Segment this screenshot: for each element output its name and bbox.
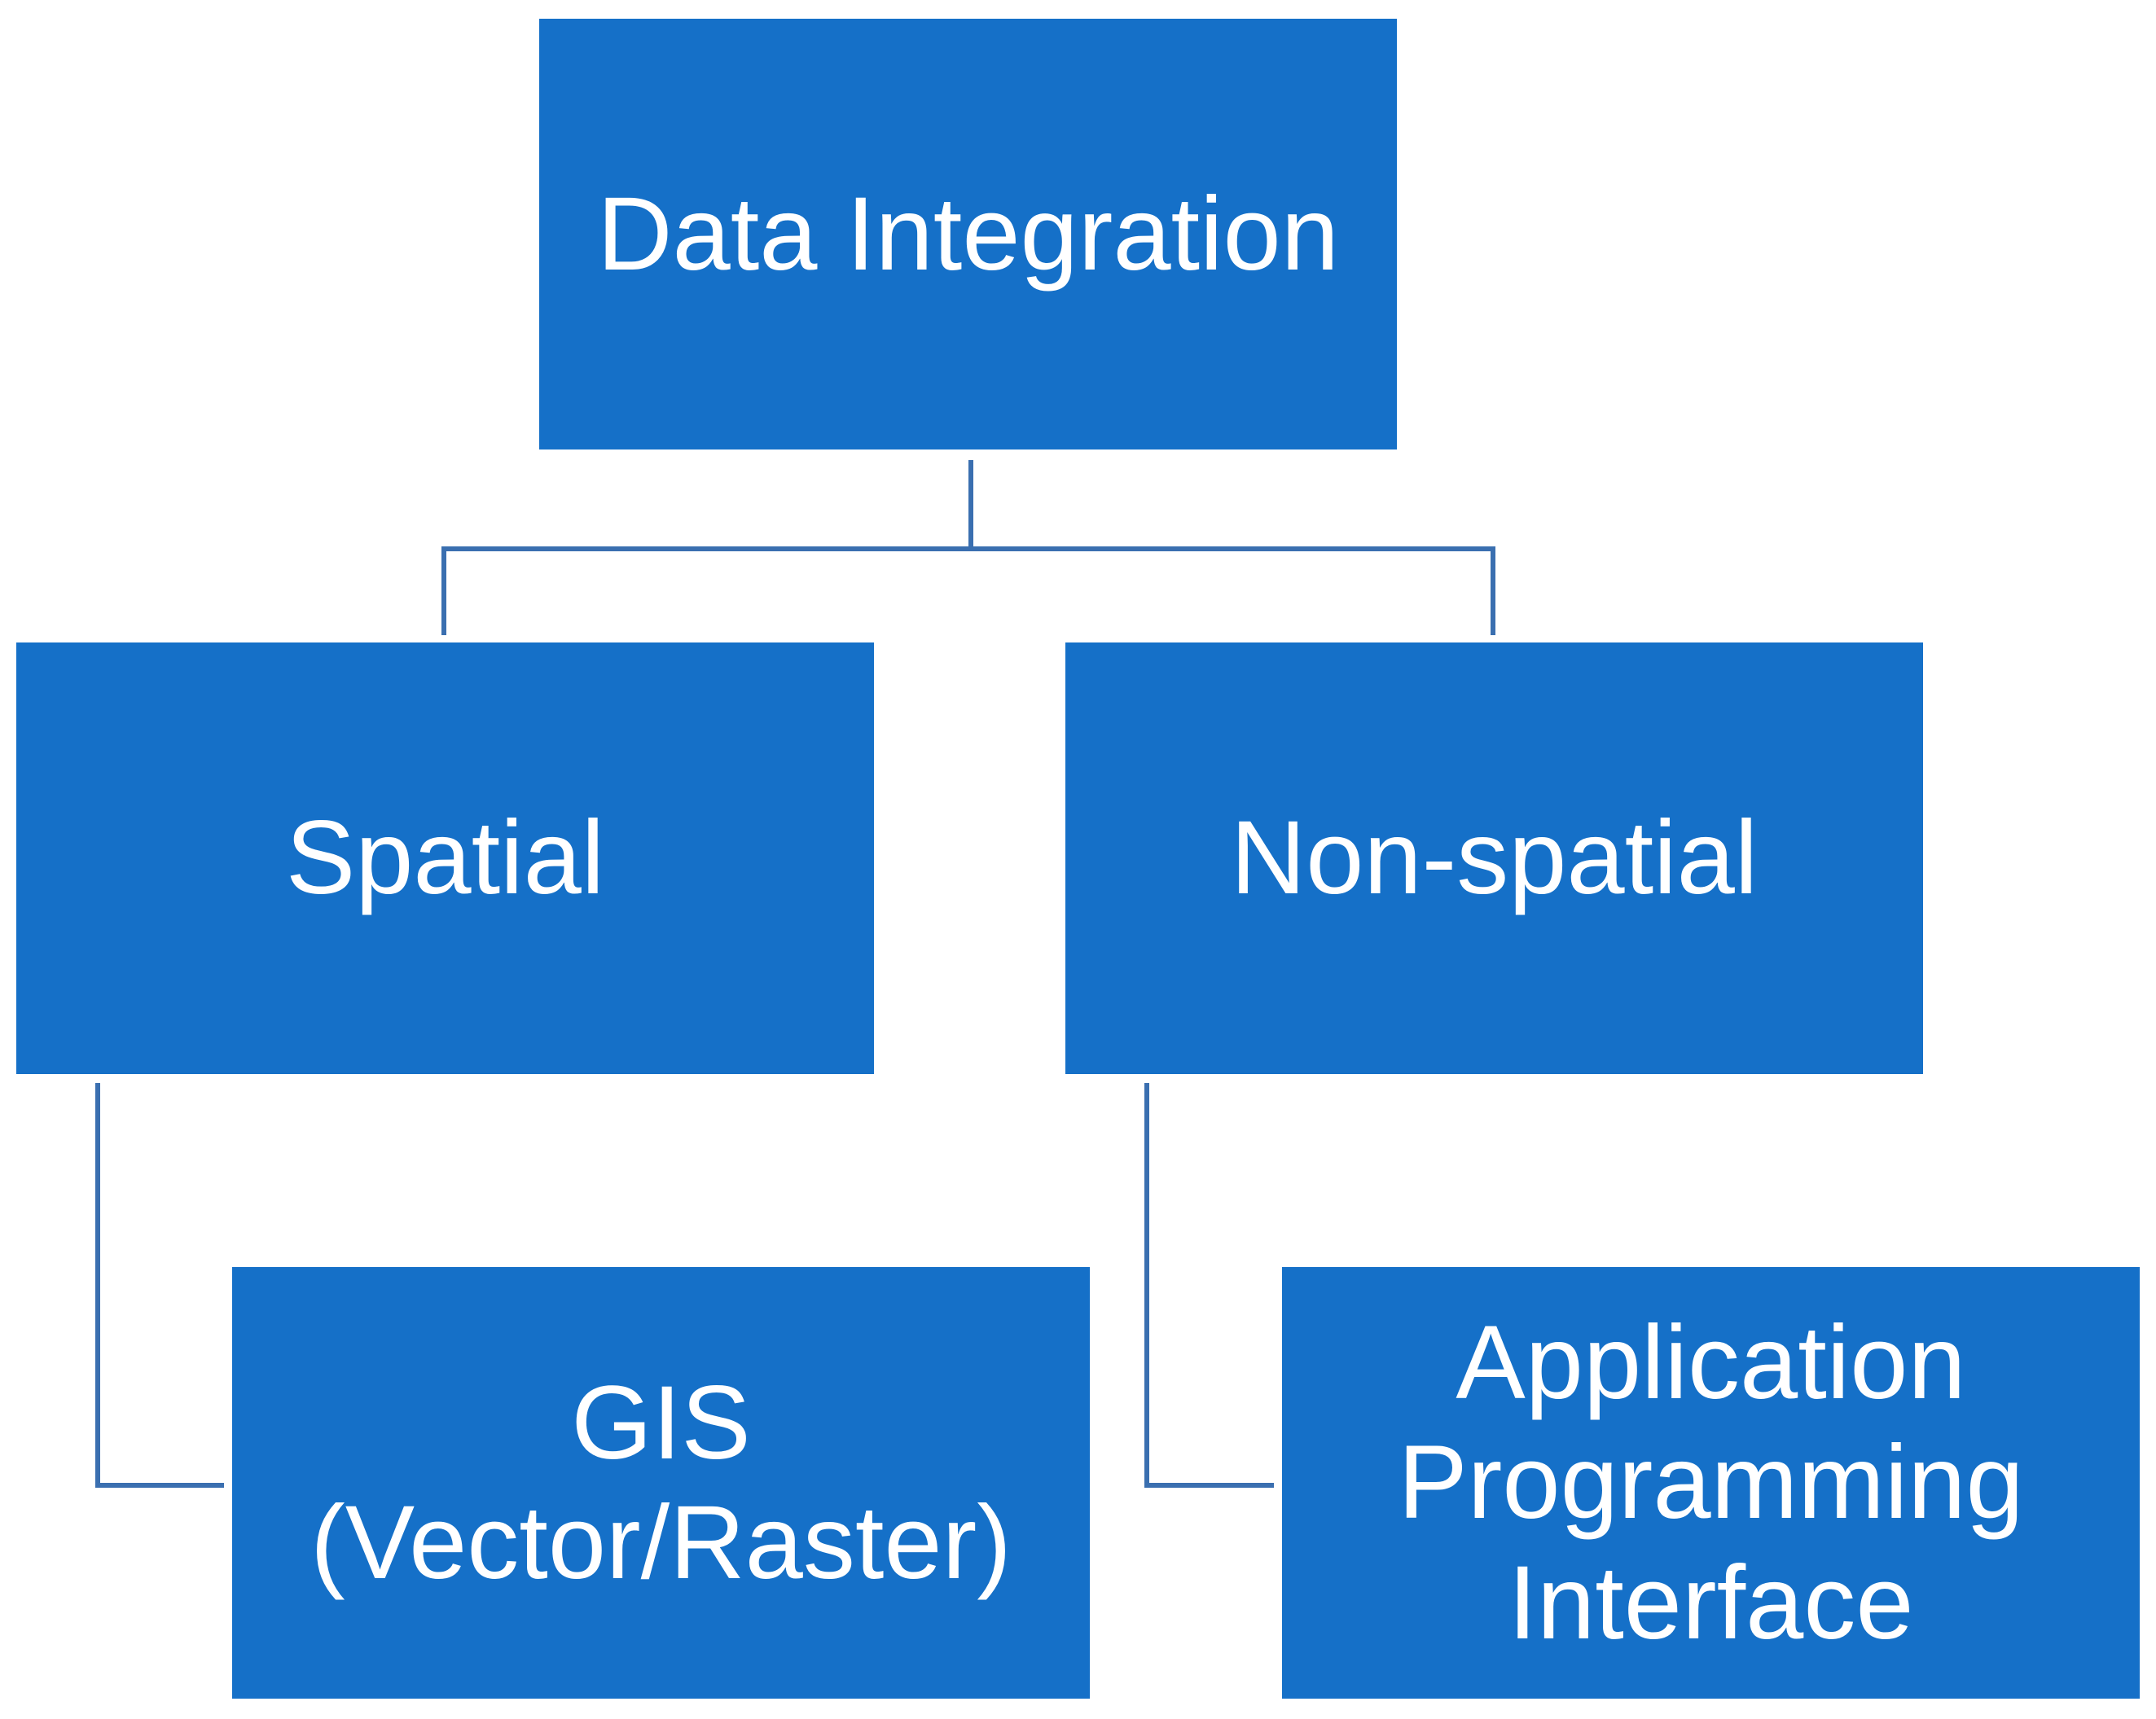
gis-label-group: GIS (Vector/Raster) bbox=[310, 1363, 1012, 1603]
gis-node: GIS (Vector/Raster) bbox=[232, 1267, 1090, 1699]
non-spatial-label: Non-spatial bbox=[1230, 800, 1759, 917]
spatial-to-gis-connector bbox=[95, 1083, 224, 1488]
api-label-line: Programming bbox=[1398, 1424, 2024, 1541]
data-integration-label: Data Integration bbox=[597, 175, 1339, 292]
non-spatial-node: Non-spatial bbox=[1065, 642, 1923, 1074]
api-label-line: Interface bbox=[1508, 1544, 1914, 1661]
api-node: Application Programming Interface bbox=[1282, 1267, 2140, 1699]
gis-label-line: GIS bbox=[571, 1364, 751, 1481]
api-label-group: Application Programming Interface bbox=[1398, 1303, 2023, 1663]
api-label-line: Application bbox=[1456, 1305, 1966, 1422]
nonspatial-to-api-connector bbox=[1144, 1083, 1274, 1488]
spatial-label: Spatial bbox=[285, 800, 605, 917]
root-to-branches-connector bbox=[441, 460, 1495, 635]
spatial-node: Spatial bbox=[16, 642, 874, 1074]
gis-label-line: (Vector/Raster) bbox=[310, 1484, 1012, 1601]
data-integration-node: Data Integration bbox=[539, 19, 1397, 449]
